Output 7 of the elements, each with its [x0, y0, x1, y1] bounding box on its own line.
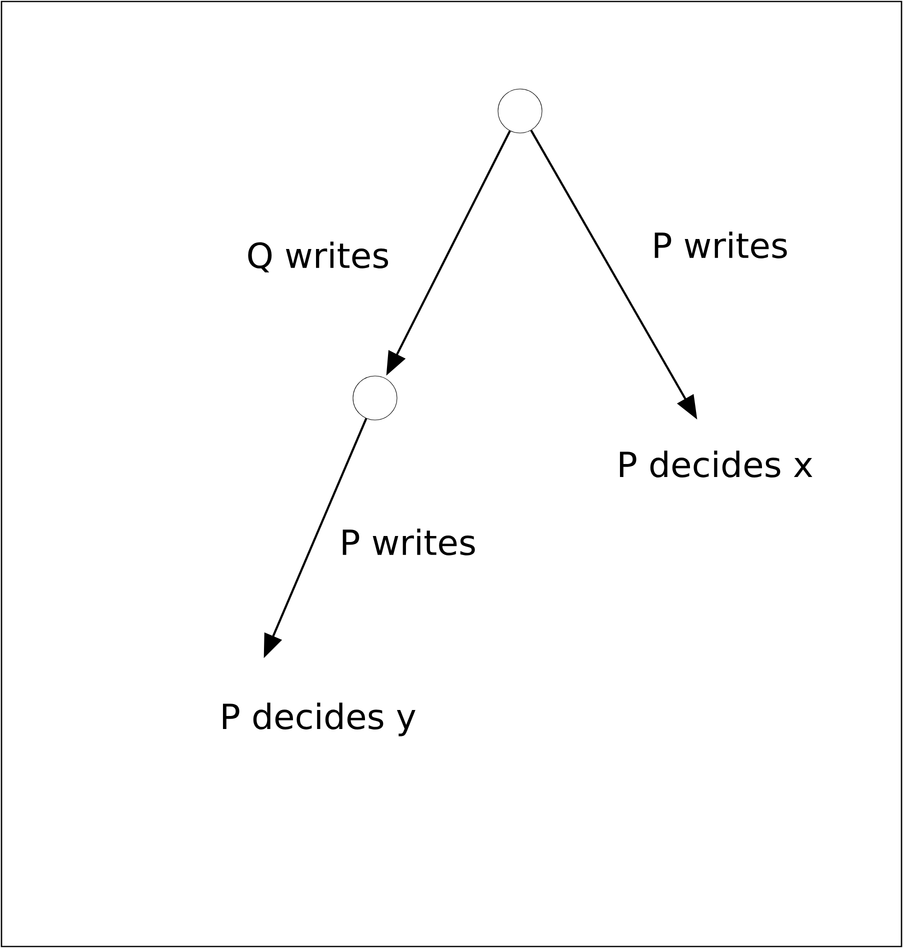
- edge-label: P writes: [342, 528, 475, 556]
- edge-label: Q writes: [248, 242, 388, 272]
- node-label: P decides x: [620, 450, 812, 478]
- circle-node: [352, 376, 398, 420]
- circle-node: [498, 88, 542, 134]
- node-label: P decides y: [222, 702, 416, 736]
- edge-label: P writes: [654, 232, 787, 258]
